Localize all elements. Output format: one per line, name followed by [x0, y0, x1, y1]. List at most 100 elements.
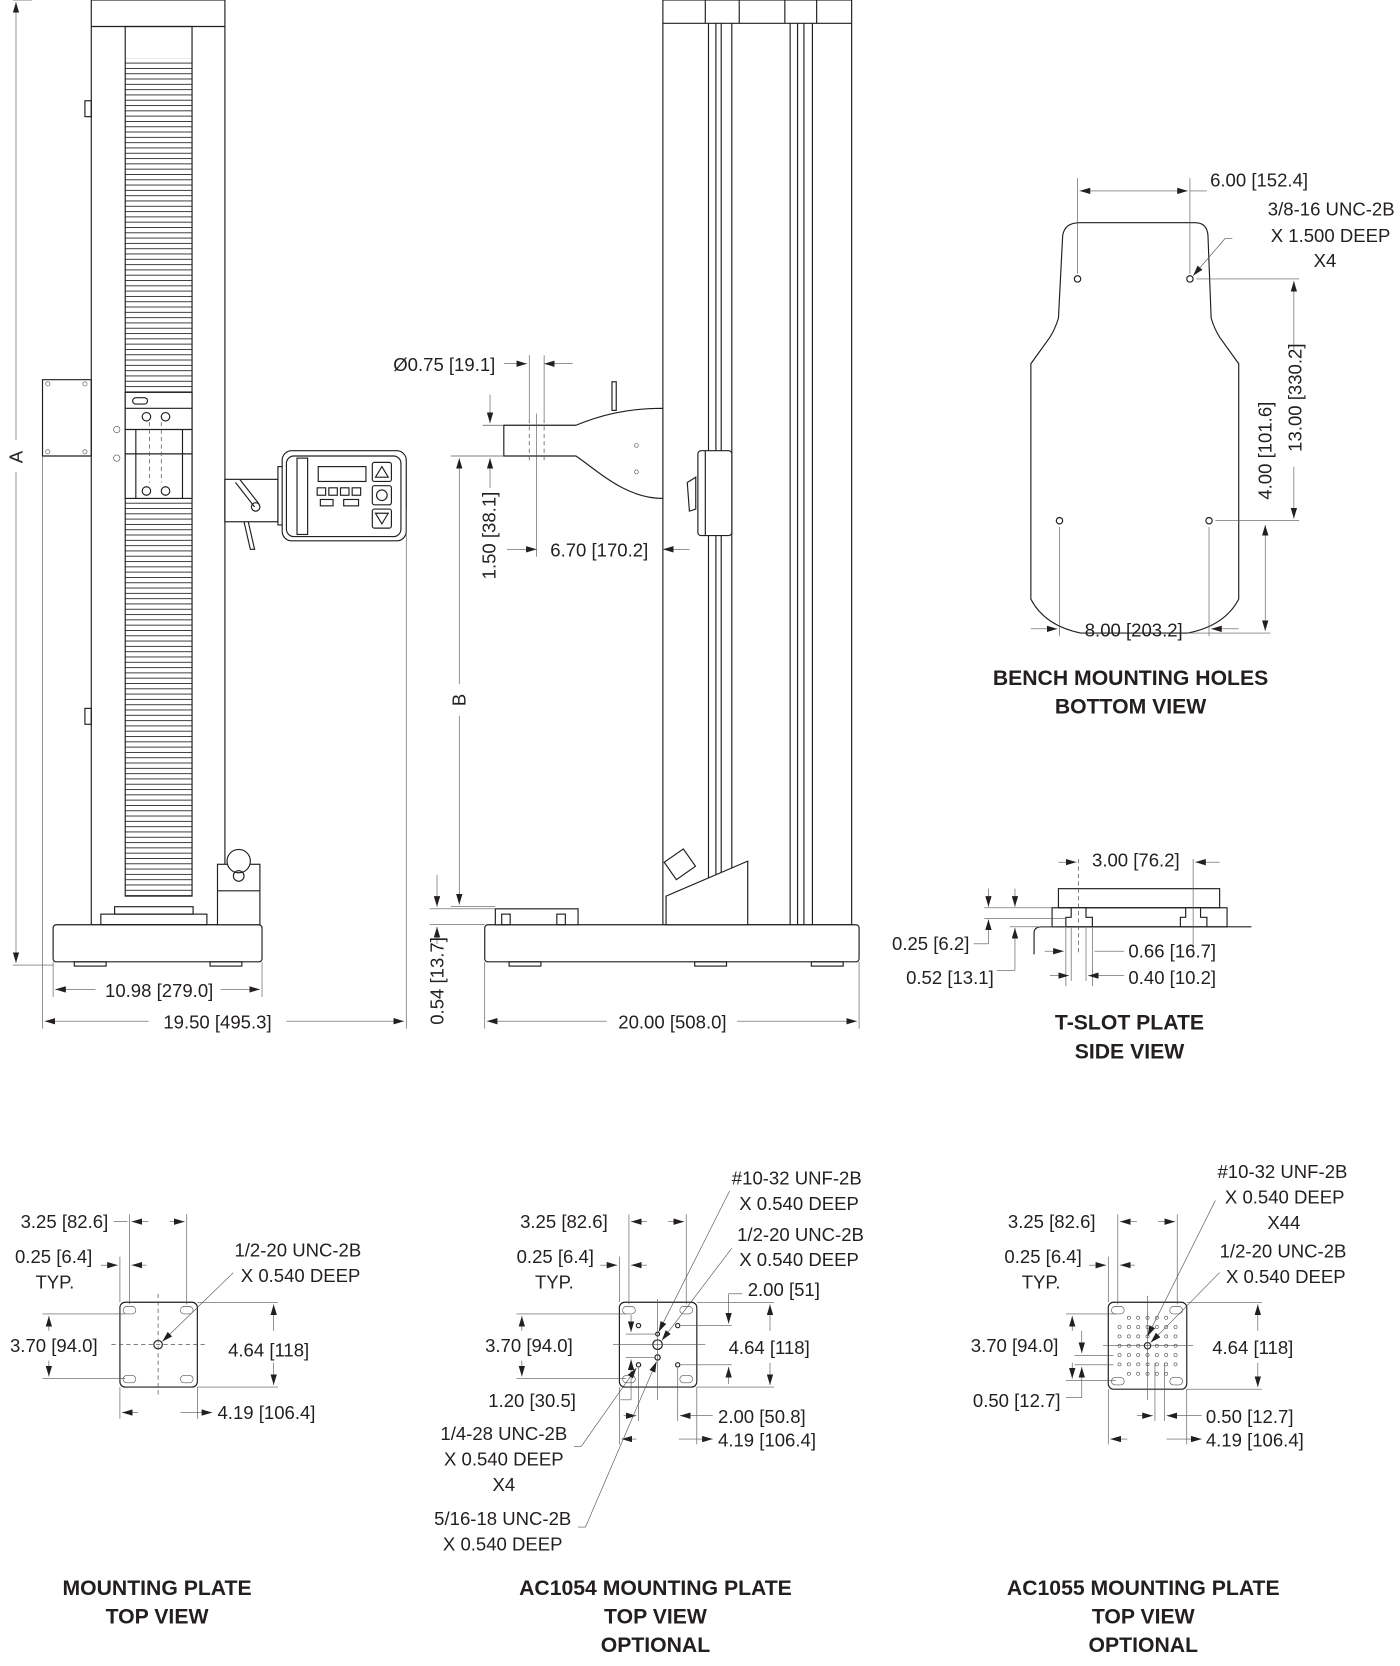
dim-slot-spacing: 3.25 [82.6] — [21, 1211, 109, 1232]
dim-throat-depth: 6.70 [170.2] — [550, 540, 648, 561]
quad-hole-callout-1: 1/4-28 UNC-2B — [440, 1423, 567, 1444]
bench-title-line1: BENCH MOUNTING HOLES — [993, 667, 1268, 690]
dim-edge-distance: 4.00 [101.6] — [1255, 402, 1276, 500]
ac1054-title-line2: TOP VIEW — [604, 1606, 707, 1629]
hole-callout-line3: X4 — [1314, 250, 1337, 271]
motor-housing — [665, 860, 749, 926]
grid-hole — [1173, 1362, 1178, 1367]
latch — [84, 100, 92, 118]
down-arrow-icon — [371, 508, 392, 529]
dim-tslot-d: 0.40 [10.2] — [1128, 967, 1216, 988]
dim-height: 4.64 [118] — [228, 1339, 309, 1360]
small-hole-callout-1: #10-32 UNF-2B — [732, 1168, 862, 1189]
dim-height-a: A — [5, 450, 26, 463]
grid-hole — [1117, 1325, 1122, 1329]
tslot-plate-view: 3.00 [76.2] 0.25 [6.2] 0.52 [13.1] 0.66 … — [892, 849, 1252, 1063]
lower-hole-callout-2: X 0.540 DEEP — [443, 1533, 563, 1554]
dim-edge: 0.25 [6.4] — [15, 1246, 92, 1267]
dim-slot-spacing: 3.25 [82.6] — [1008, 1211, 1096, 1232]
ac1054-plate-view: 3.25 [82.6] 0.25 [6.4] TYP. 3.70 [94.0] … — [434, 1168, 864, 1658]
dim-edge: 0.25 [6.4] — [517, 1246, 594, 1267]
emergency-stop-housing — [216, 863, 261, 926]
dim-grid-h: 0.50 [12.7] — [1206, 1406, 1294, 1427]
center-hole-callout-1: 1/2-20 UNC-2B — [234, 1240, 361, 1261]
mounting-title-line2: TOP VIEW — [106, 1606, 209, 1629]
front-view: A 10.98 [279.0] 19.50 [495.3] — [5, 0, 407, 1033]
side-view: Ø0.75 [19.1] 1.50 [38.1] 6.70 [170.2] B … — [393, 0, 860, 1033]
grid-hole — [1126, 1325, 1131, 1329]
grid-hole — [1164, 1353, 1169, 1357]
tslot-title-line1: T-SLOT PLATE — [1055, 1012, 1204, 1035]
dim-slot-vertical: 3.70 [94.0] — [485, 1335, 573, 1356]
controller-display — [224, 450, 407, 550]
lower-hole-callout-1: 5/16-18 UNC-2B — [434, 1508, 571, 1529]
ac1055-plate-view: 3.25 [82.6] 0.25 [6.4] TYP. 3.70 [94.0] … — [971, 1161, 1348, 1657]
base — [484, 924, 860, 963]
grid-hole-callout-3: X44 — [1267, 1212, 1300, 1233]
dim-hole-spacing-top: 6.00 [152.4] — [1210, 170, 1308, 191]
grid-hole — [1136, 1334, 1141, 1339]
grid-hole — [1154, 1353, 1159, 1357]
grid-hole — [1126, 1315, 1131, 1320]
grid-hole — [1154, 1315, 1159, 1320]
small-hole-callout-2: X 0.540 DEEP — [739, 1193, 859, 1214]
grid-hole — [1173, 1325, 1178, 1329]
grid-hole — [1126, 1353, 1131, 1357]
dim-width: 4.19 [106.4] — [217, 1402, 315, 1423]
bench-mounting-view: 6.00 [152.4] 3/8-16 UNC-2B X 1.500 DEEP … — [993, 170, 1395, 719]
dim-arm-thickness: 1.50 [38.1] — [478, 492, 499, 580]
grid-hole — [1173, 1353, 1178, 1357]
quad-hole-callout-3: X4 — [492, 1474, 515, 1495]
grid-hole — [1164, 1315, 1169, 1320]
grid-hole — [1136, 1353, 1141, 1357]
column — [662, 0, 853, 926]
dim-hole-spacing-bottom: 8.00 [203.2] — [1085, 619, 1183, 640]
latch — [84, 707, 92, 725]
base — [52, 924, 263, 963]
grid-hole — [1164, 1371, 1169, 1376]
grid-hole-callout-2: X 0.540 DEEP — [1225, 1187, 1345, 1208]
dim-height: 4.64 [118] — [1212, 1337, 1293, 1358]
dim-tslot-b: 0.52 [13.1] — [906, 967, 994, 988]
dim-base-length: 20.00 [508.0] — [618, 1012, 726, 1033]
bench-title-line2: BOTTOM VIEW — [1055, 696, 1206, 719]
grid-hole — [1173, 1334, 1178, 1339]
quad-hole-callout-2: X 0.540 DEEP — [444, 1449, 564, 1470]
grid-hole — [1154, 1325, 1159, 1329]
dim-edge-typ: TYP. — [535, 1271, 574, 1292]
dim-hole-h-spacing: 2.00 [50.8] — [718, 1406, 806, 1427]
dim-height: 4.64 [118] — [729, 1337, 810, 1358]
bellows-cover — [125, 58, 193, 393]
dim-edge-typ: TYP. — [1022, 1271, 1061, 1292]
center-hole-callout-2: X 0.540 DEEP — [1226, 1266, 1346, 1287]
hole-callout-line1: 3/8-16 UNC-2B — [1268, 198, 1395, 219]
ac1055-title-line3: OPTIONAL — [1089, 1634, 1199, 1657]
grid-hole — [1164, 1325, 1169, 1329]
dim-slot-vertical: 3.70 [94.0] — [971, 1335, 1059, 1356]
ac1054-title-line3: OPTIONAL — [601, 1634, 711, 1657]
dim-offset: 1.20 [30.5] — [488, 1390, 576, 1411]
grid-hole-callout-1: #10-32 UNF-2B — [1218, 1161, 1348, 1182]
dim-grid-v: 0.50 [12.7] — [973, 1390, 1061, 1411]
ac1054-title-line1: AC1054 MOUNTING PLATE — [519, 1577, 792, 1600]
mount-hole — [1073, 275, 1082, 283]
center-hole-callout-1: 1/2-20 UNC-2B — [1220, 1241, 1347, 1262]
emergency-stop-icon — [226, 848, 251, 874]
dim-hole-v-spacing: 2.00 [51] — [748, 1279, 820, 1300]
dim-base-width: 10.98 [279.0] — [105, 980, 213, 1001]
side-bracket — [41, 379, 92, 457]
mount-hole — [1205, 516, 1213, 525]
ac1055-title-line2: TOP VIEW — [1092, 1606, 1195, 1629]
grid-hole — [1117, 1353, 1122, 1357]
dim-slot-vertical: 3.70 [94.0] — [10, 1335, 98, 1356]
grid-hole — [1117, 1362, 1122, 1367]
grid-hole — [1154, 1362, 1159, 1367]
mounting-plate-view: 3.25 [82.6] 0.25 [6.4] TYP. 3.70 [94.0] … — [10, 1211, 361, 1629]
carriage — [697, 450, 733, 537]
dim-overall-width: 19.50 [495.3] — [163, 1012, 271, 1033]
dim-hole-spacing-vertical: 13.00 [330.2] — [1284, 344, 1305, 452]
base-outline — [1030, 222, 1240, 634]
ac1055-title-line1: AC1055 MOUNTING PLATE — [1007, 1577, 1280, 1600]
center-hole-callout-2: X 0.540 DEEP — [739, 1249, 859, 1270]
